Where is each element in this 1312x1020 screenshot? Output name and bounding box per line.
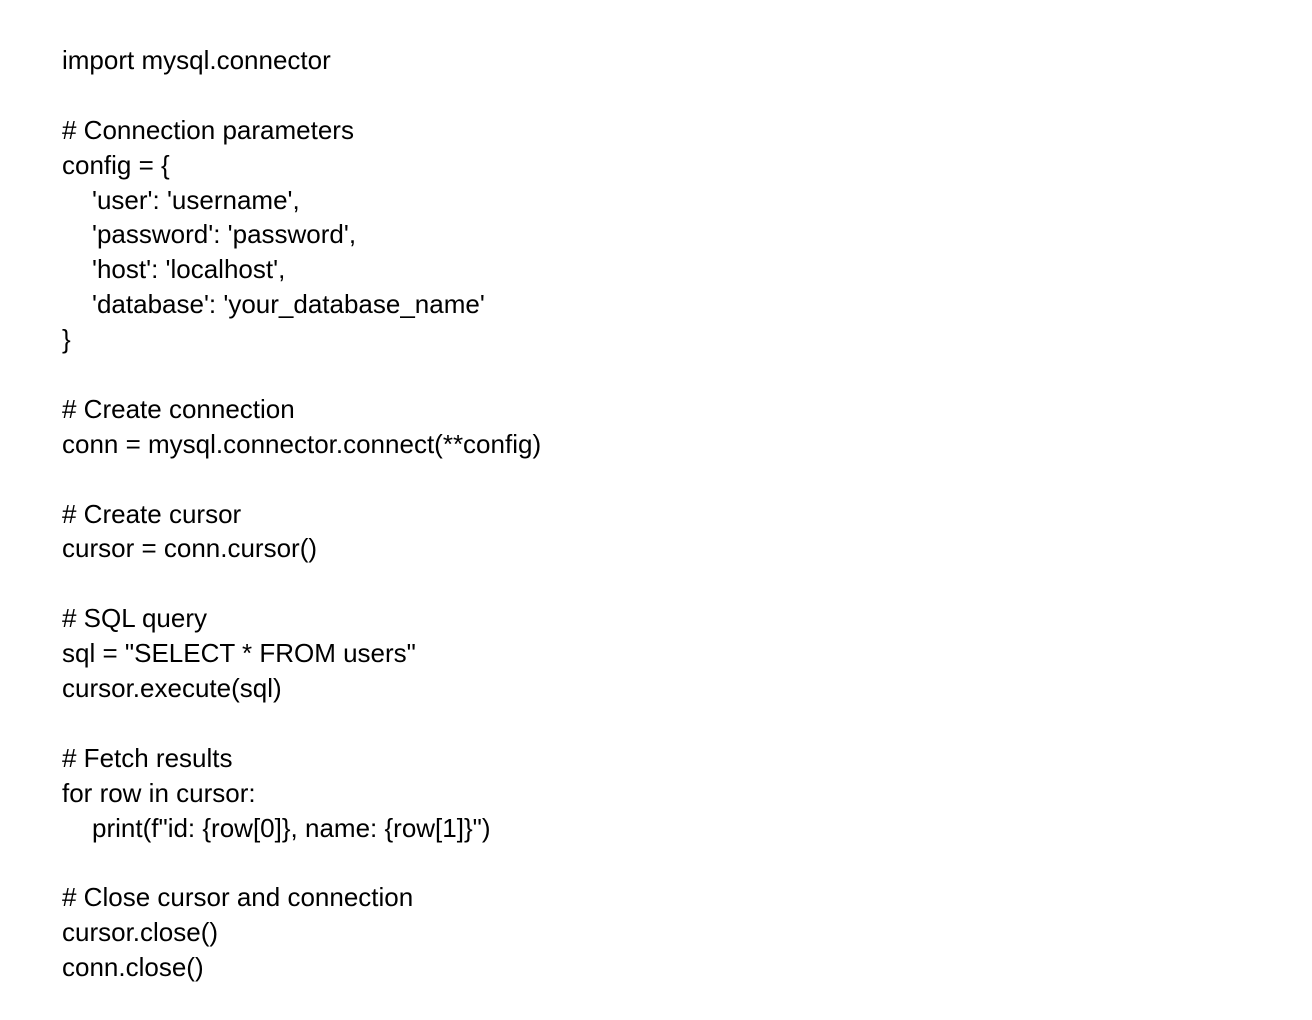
code-line: cursor.close() [62, 917, 219, 948]
blank-line [62, 845, 1262, 880]
code-line: print(f"id: {row[0]}, name: {row[1]}") [92, 812, 491, 843]
code-line: } [62, 324, 71, 355]
blank-line [62, 357, 1262, 392]
code-line: import mysql.connector [62, 45, 331, 75]
code-line: # Create connection [62, 393, 295, 424]
code-line: 'database': 'your_database_name' [92, 289, 485, 320]
blank-line [62, 78, 1262, 113]
code-line: # SQL query [62, 603, 208, 634]
code-line: sql = "SELECT * FROM users" [62, 638, 416, 669]
code-line: cursor.execute(sql) [62, 673, 282, 704]
code-line: # Fetch results [62, 742, 233, 773]
code-line: config = { [62, 149, 170, 180]
code-line: 'user': 'username', [92, 184, 300, 215]
code-line: # Create cursor [62, 498, 242, 529]
blank-line [62, 706, 1262, 741]
code-line: # Close cursor and connection [62, 882, 414, 913]
code-line: 'password': 'password', [92, 219, 357, 250]
code-line: cursor = conn.cursor() [62, 533, 318, 564]
code-line: for row in cursor: [62, 777, 256, 808]
code-line: conn.close() [62, 952, 204, 983]
code-document: import mysql.connector # Connection param… [62, 43, 1262, 985]
code-line: 'host': 'localhost', [92, 254, 286, 285]
blank-line [62, 462, 1262, 497]
blank-line [62, 566, 1262, 601]
code-line: conn = mysql.connector.connect(**config) [62, 428, 542, 459]
code-line: # Connection parameters [62, 114, 354, 145]
